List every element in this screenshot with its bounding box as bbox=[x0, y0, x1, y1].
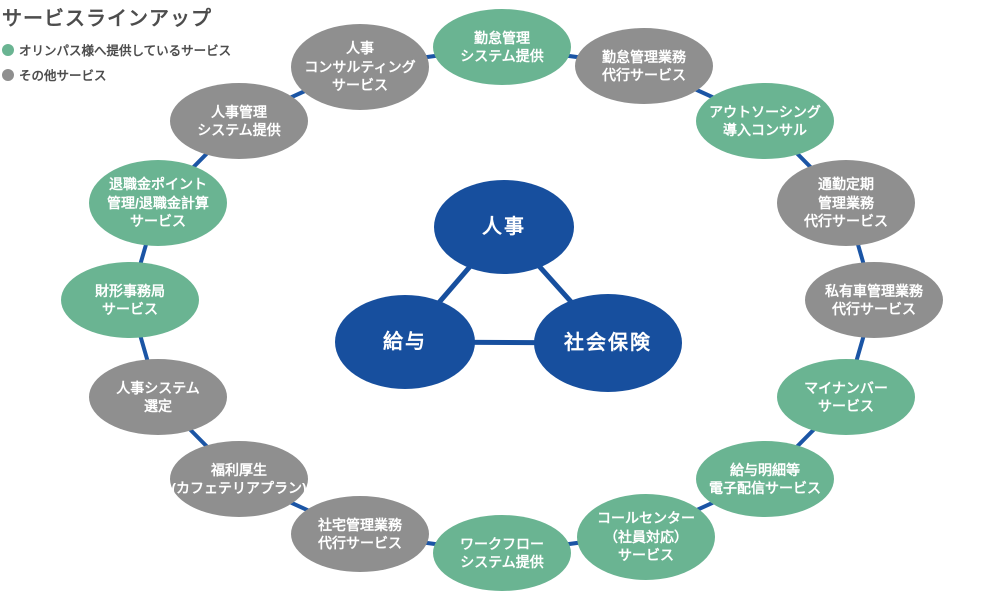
core-node-shakai-hoken: 社会保険 bbox=[534, 294, 682, 392]
legend-dot-provided-icon bbox=[2, 43, 14, 56]
ring-node-jinji-kanri-system: 人事管理 システム提供 bbox=[170, 83, 308, 159]
ring-node-label: 人事管理 システム提供 bbox=[197, 103, 281, 138]
legend-label-provided: オリンパス様へ提供しているサービス bbox=[19, 44, 232, 58]
legend-dot-other-icon bbox=[2, 68, 14, 81]
legend-label-other: その他サービス bbox=[19, 69, 107, 83]
ring-node-kintai-system-teikyo: 勤怠管理 システム提供 bbox=[433, 9, 571, 85]
page-title: サービスラインアップ bbox=[2, 8, 212, 30]
ring-node-label: 福利厚生 (カフェテリアプラン) bbox=[171, 461, 307, 496]
ring-node-mynumber-service: マイナンバー サービス bbox=[777, 359, 915, 435]
ring-node-jinji-consulting: 人事 コンサルティング サービス bbox=[291, 24, 429, 110]
ring-node-zaikei-jimukyoku: 財形事務局 サービス bbox=[61, 262, 199, 338]
legend-item-other: その他サービス bbox=[2, 65, 231, 84]
ring-node-fukuri-kosei: 福利厚生 (カフェテリアプラン) bbox=[170, 441, 308, 517]
ring-node-outsourcing-consul: アウトソーシング 導入コンサル bbox=[696, 83, 834, 159]
ring-node-label: 人事 コンサルティング サービス bbox=[304, 40, 416, 94]
ring-node-label: 私有車管理業務 代行サービス bbox=[825, 282, 923, 317]
ring-node-label: 社宅管理業務 代行サービス bbox=[318, 516, 402, 551]
ring-node-jinji-system-sentei: 人事システム 選定 bbox=[89, 359, 227, 435]
ring-node-workflow-system: ワークフロー システム提供 bbox=[433, 515, 571, 591]
core-node-label: 社会保険 bbox=[564, 332, 652, 354]
core-node-label: 給与 bbox=[383, 331, 427, 353]
ring-node-kyuyo-meisai-haishin: 給与明細等 電子配信サービス bbox=[696, 441, 834, 517]
ring-node-label: 通勤定期 管理業務 代行サービス bbox=[804, 176, 888, 230]
ring-node-callcenter-service: コールセンター （社員対応） サービス bbox=[577, 494, 715, 580]
legend: オリンパス様へ提供しているサービス その他サービス bbox=[2, 40, 231, 90]
ring-node-label: 財形事務局 サービス bbox=[95, 282, 165, 317]
ring-node-shataku-kanri-daiko: 社宅管理業務 代行サービス bbox=[291, 496, 429, 572]
ring-node-label: 勤怠管理業務 代行サービス bbox=[602, 48, 686, 83]
ring-node-label: 退職金ポイント 管理/退職金計算 サービス bbox=[107, 176, 209, 230]
ring-node-label: 給与明細等 電子配信サービス bbox=[709, 461, 821, 496]
ring-node-kintai-gyomu-daiko: 勤怠管理業務 代行サービス bbox=[575, 28, 713, 104]
legend-item-provided: オリンパス様へ提供しているサービス bbox=[2, 40, 231, 59]
core-node-kyuyo: 給与 bbox=[335, 295, 475, 389]
core-node-label: 人事 bbox=[482, 216, 526, 238]
core-node-jinji: 人事 bbox=[434, 180, 574, 274]
ring-node-label: ワークフロー システム提供 bbox=[460, 535, 544, 570]
ring-node-tsukin-teiki-daiko: 通勤定期 管理業務 代行サービス bbox=[777, 160, 915, 246]
ring-node-label: マイナンバー サービス bbox=[804, 379, 888, 414]
ring-node-taishokukin-point: 退職金ポイント 管理/退職金計算 サービス bbox=[89, 160, 227, 246]
ring-node-shiyusha-kanri-daiko: 私有車管理業務 代行サービス bbox=[805, 262, 943, 338]
ring-node-label: 勤怠管理 システム提供 bbox=[460, 29, 544, 64]
ring-node-label: 人事システム 選定 bbox=[116, 379, 200, 414]
ring-node-label: コールセンター （社員対応） サービス bbox=[597, 510, 695, 564]
ring-node-label: アウトソーシング 導入コンサル bbox=[709, 103, 821, 138]
